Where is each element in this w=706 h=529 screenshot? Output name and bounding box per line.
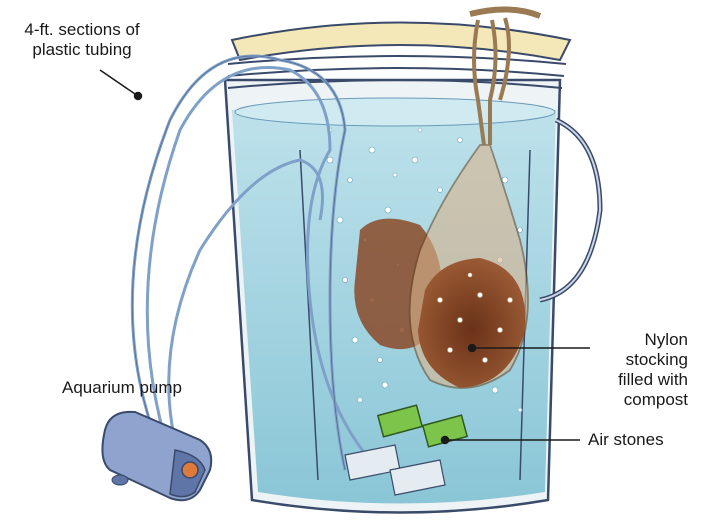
aquarium-pump xyxy=(101,410,213,502)
leader-stocking-dot xyxy=(467,343,477,353)
compost-in-stocking xyxy=(418,258,526,388)
bucket-inner-wall xyxy=(299,149,319,481)
bucket-threads xyxy=(227,55,567,89)
label-stocking-line-3: filled with xyxy=(618,370,688,389)
leader-tubing-dot xyxy=(133,91,143,101)
bucket-back-rim xyxy=(230,21,572,62)
stocking-rope xyxy=(472,17,511,146)
leader-tubing xyxy=(99,69,139,97)
label-stocking: Nylon stocking filled with compost xyxy=(592,330,688,410)
label-stocking-line-1: Nylon xyxy=(644,330,688,349)
label-air-stones-text: Air stones xyxy=(588,430,664,449)
label-stocking-line-4: compost xyxy=(623,390,688,409)
leader-air-stones-dot xyxy=(440,435,450,445)
label-pump-text: Aquarium pump xyxy=(62,378,183,397)
label-stocking-line-2: stocking xyxy=(625,350,688,369)
label-tubing: 4-ft. sections of plastic tubing xyxy=(6,20,158,60)
water-surface xyxy=(234,97,556,127)
leader-lines xyxy=(99,69,590,445)
label-tubing-line-2: plastic tubing xyxy=(32,40,132,59)
label-pump: Aquarium pump xyxy=(62,378,182,398)
label-tubing-line-1: 4-ft. sections of xyxy=(24,20,140,39)
air-stone-holders xyxy=(344,444,446,496)
label-air-stones: Air stones xyxy=(588,430,664,450)
